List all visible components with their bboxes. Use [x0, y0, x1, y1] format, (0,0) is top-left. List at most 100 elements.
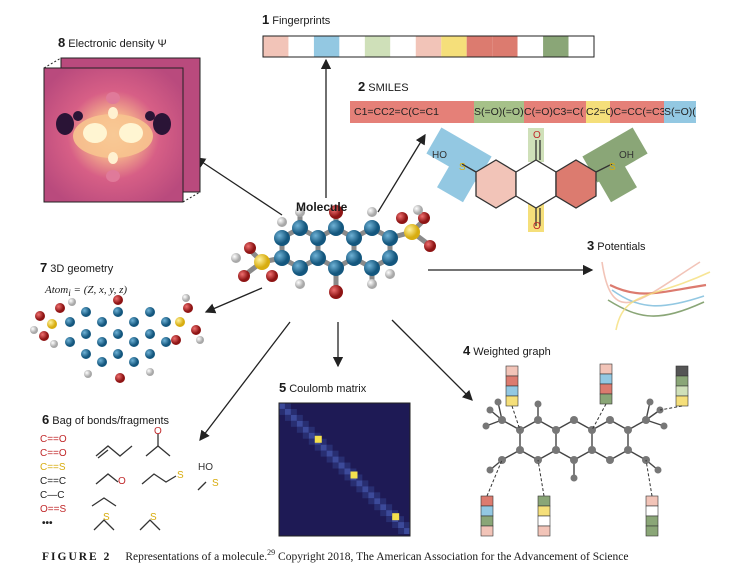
graph-node — [570, 474, 578, 482]
atom-oh-right: OH — [619, 150, 634, 161]
node-weight-bar — [599, 383, 613, 395]
smiles-seg-3: C(=O)C3=C( — [524, 101, 586, 123]
node-weight-bar — [645, 515, 659, 527]
coulomb-diagonal-cell — [296, 420, 303, 427]
bag-frag-s-3: S — [103, 512, 110, 523]
atom-o — [396, 212, 408, 224]
atom-c — [382, 230, 398, 246]
node-weight-bar — [675, 375, 689, 387]
fingerprint-cell — [339, 36, 365, 57]
coulomb-diagonal-cell — [398, 522, 405, 529]
weighted-graph — [480, 363, 689, 537]
fingerprint-cell — [441, 36, 467, 57]
fingerprint-cell — [568, 36, 594, 57]
graph-node — [516, 446, 524, 454]
atom-c — [129, 317, 139, 327]
graph-node — [494, 398, 502, 406]
coulomb-diagonal-cell — [368, 492, 375, 499]
atom-c — [129, 337, 139, 347]
atom-h — [50, 340, 58, 348]
graph-node — [498, 416, 506, 424]
atom-s-left: S — [459, 162, 466, 173]
coulomb-diagonal-cell — [362, 486, 369, 493]
graph-node — [552, 426, 560, 434]
atom-c — [161, 317, 171, 327]
atom-c — [346, 250, 362, 266]
bag-bond-6: O==S — [40, 504, 67, 515]
node-weight-bar — [599, 363, 613, 375]
arrow-to-geometry — [204, 287, 263, 314]
atom-h — [30, 326, 38, 334]
caption-ref: 29 — [267, 548, 276, 557]
node-weight-bar — [505, 395, 519, 407]
atom-o-bottom: O — [533, 221, 541, 232]
atom-c — [81, 307, 91, 317]
node-weight-bar — [537, 505, 551, 517]
bag-frag-s-1: S — [177, 470, 184, 481]
node-weight-bar — [599, 393, 613, 405]
smiles-seg-5: )C=CC(=C3) — [610, 101, 664, 123]
fingerprint-cell — [466, 36, 493, 57]
atom-o — [39, 331, 49, 341]
bag-fragments — [91, 434, 207, 531]
geometry-formula: Atomi = (Z, x, y, z) — [45, 284, 128, 299]
arrow-to-weighted-graph — [391, 319, 473, 401]
atom-c — [81, 349, 91, 359]
atom-c — [97, 317, 107, 327]
bag-frag-s-2: S — [212, 478, 219, 489]
node-weight-bar — [537, 525, 551, 537]
atom-c — [65, 337, 75, 347]
coulomb-diagonal-cell — [326, 450, 333, 457]
graph-node — [588, 446, 596, 454]
graph-node — [570, 416, 578, 424]
fingerprint-cell — [517, 36, 544, 57]
coulomb-diagonal-cell — [302, 426, 309, 433]
atom-c — [328, 260, 344, 276]
bag-bond-2: C==O — [40, 448, 67, 459]
atom-o — [113, 295, 123, 305]
graph-node — [646, 398, 654, 406]
caption-copyright: Copyright 2018, The American Association… — [275, 550, 629, 563]
figure-number: FIGURE 2 — [42, 550, 112, 563]
smiles-seg-4: C2=O — [586, 101, 610, 123]
atom-s — [47, 319, 57, 329]
graph-node — [534, 416, 542, 424]
bag-frag-ho: HO — [198, 462, 213, 473]
atom-h — [146, 368, 154, 376]
smiles-structure — [426, 127, 648, 232]
node-weight-bar — [537, 495, 551, 507]
graph-node — [498, 456, 506, 464]
fingerprint-cell — [313, 36, 340, 57]
atom-c — [97, 337, 107, 347]
bag-frag-o-1: O — [154, 426, 162, 437]
electronic-density-map — [43, 57, 201, 203]
coulomb-diagonal-cell — [284, 408, 291, 415]
coulomb-diagonal-cell — [344, 468, 351, 475]
graph-node — [642, 416, 650, 424]
atom-o — [418, 212, 430, 224]
node-weight-bar — [505, 385, 519, 397]
coulomb-diagonal-cell — [279, 403, 285, 409]
atom-h — [277, 217, 287, 227]
atom-h — [196, 336, 204, 344]
node-weight-bar — [480, 515, 494, 527]
atom-c — [292, 260, 308, 276]
smiles-seg-1: C1=CC2=C(C=C1 — [350, 101, 474, 123]
atom-c — [129, 357, 139, 367]
atom-c — [145, 349, 155, 359]
atom-h — [68, 298, 76, 306]
arrows — [194, 58, 594, 442]
atom-c — [161, 337, 171, 347]
atom-o — [329, 205, 343, 219]
atom-o — [115, 373, 125, 383]
coulomb-peak — [350, 471, 358, 479]
coulomb-matrix — [278, 402, 411, 537]
atom-c — [65, 317, 75, 327]
